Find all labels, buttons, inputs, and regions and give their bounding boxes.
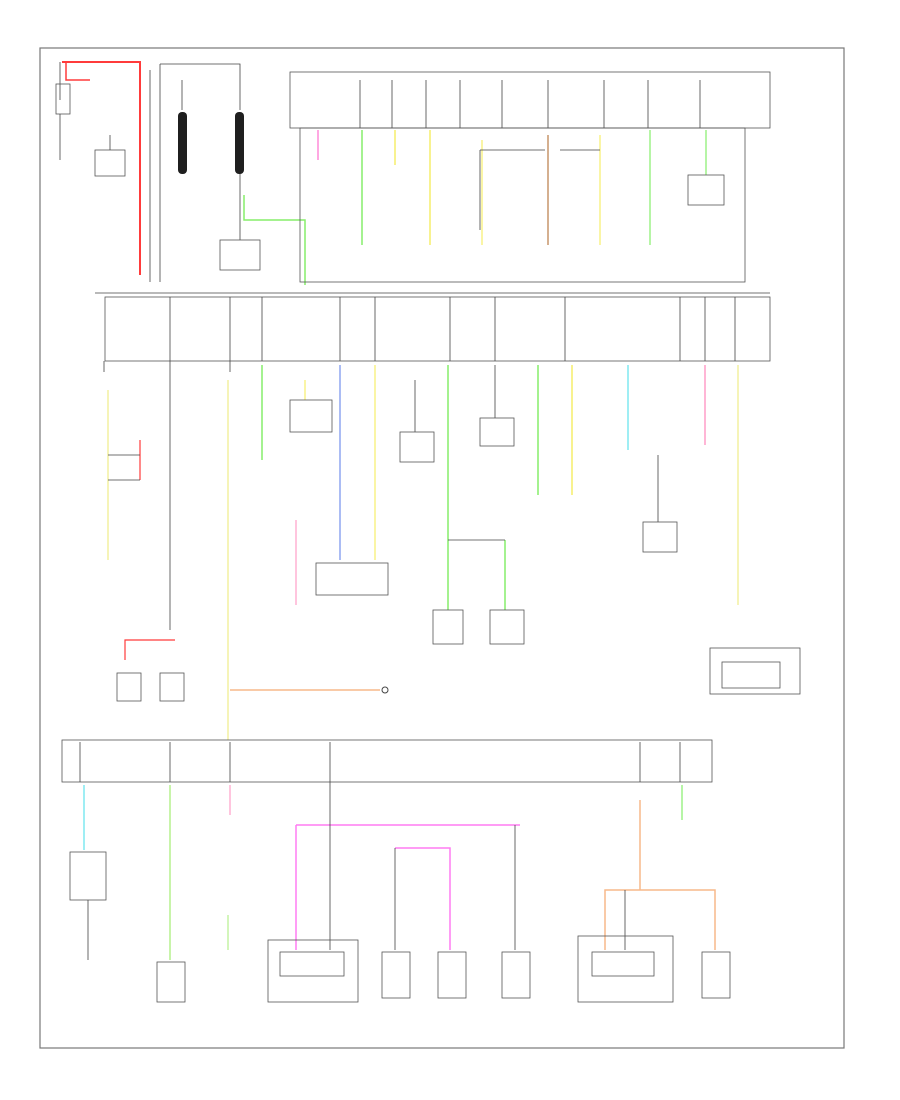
lower-branch-wires xyxy=(69,782,731,1003)
flasher-box xyxy=(69,851,107,901)
generator-box xyxy=(219,239,261,271)
red-battery-wire xyxy=(62,61,141,275)
lower-box-4 xyxy=(501,951,531,999)
fusible-links xyxy=(149,63,306,285)
lower-fuse-bus xyxy=(61,739,713,783)
middle-fuse-bus xyxy=(95,292,771,372)
relay-box-mid xyxy=(399,431,435,463)
red-battery-wire-2 xyxy=(65,62,90,81)
lower-box-5 xyxy=(701,951,731,999)
horn-relay-box xyxy=(489,609,525,645)
orange-lower-wire xyxy=(604,800,716,950)
diagram-frame xyxy=(39,47,845,1049)
main-light-switch-box xyxy=(315,562,389,596)
fusible-link-1 xyxy=(178,112,187,174)
red-lamp-wire xyxy=(124,639,175,660)
lower-box-3 xyxy=(437,951,467,999)
cluster-box-right xyxy=(591,951,655,977)
horn-box xyxy=(432,609,464,645)
magenta-drop-2 xyxy=(395,847,451,950)
fuse-relay-box-right xyxy=(721,661,781,689)
upper-fuse-panel xyxy=(289,71,771,283)
green-fusible-wire xyxy=(243,195,306,285)
lower-box-1 xyxy=(156,961,186,1003)
lamp-box-1 xyxy=(116,672,142,702)
component-box-mid xyxy=(479,417,515,447)
battery-box xyxy=(55,83,71,115)
starter-relay-box xyxy=(94,149,126,177)
lower-box-2 xyxy=(381,951,411,999)
battery-starter-circuit xyxy=(55,61,141,275)
instrument-cluster-box xyxy=(279,951,345,977)
lower-left-lamps xyxy=(116,639,389,702)
module-box-mid-right xyxy=(642,521,678,553)
fusible-link-2 xyxy=(235,112,244,174)
generator-2-box xyxy=(289,399,333,433)
lamp-box-2 xyxy=(159,672,185,702)
ground-connector xyxy=(381,686,389,694)
middle-branch-wires xyxy=(107,365,801,740)
module-box-right xyxy=(687,174,725,206)
